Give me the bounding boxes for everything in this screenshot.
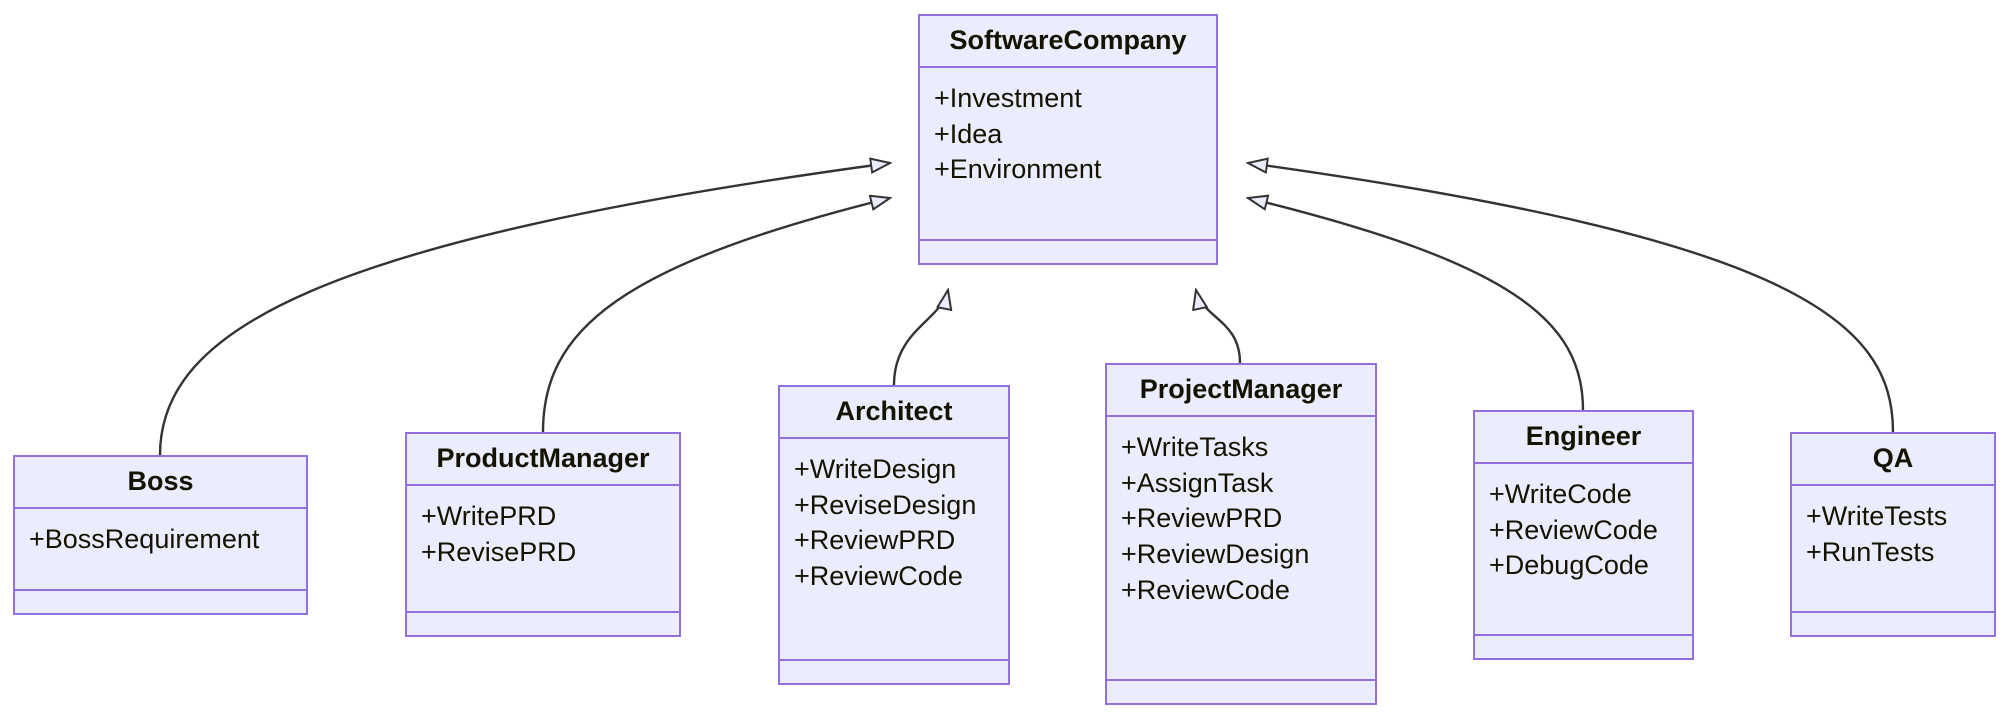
uml-class-architect[interactable]: Architect +WriteDesign +ReviseDesign +Re… [778,385,1010,685]
attribute-item: +ReviewPRD [1121,503,1283,534]
class-title-qa: QA [1792,434,1994,486]
attribute-item: +Idea [934,118,1003,149]
attribute-item: +WriteCode [1489,479,1632,509]
uml-class-projectmanager[interactable]: ProjectManager +WriteTasks +AssignTask +… [1105,363,1377,705]
attribute-item: +WriteTasks [1121,432,1269,462]
attribute-item: +ReviewPRD [794,525,956,556]
class-methods-boss [15,591,306,613]
attribute-item: +ReviseDesign [794,489,977,520]
class-title-projectmanager: ProjectManager [1107,365,1375,417]
attribute-item: +WriteTests [1806,501,1948,531]
attribute-item: +WriteDesign [794,454,957,484]
class-title-engineer: Engineer [1475,412,1692,464]
attribute-item: +DebugCode [1489,550,1649,581]
uml-class-productmanager[interactable]: ProductManager +WritePRD +RevisePRD [405,432,681,637]
class-title-architect: Architect [780,387,1008,439]
attribute-item: +AssignTask [1121,467,1274,498]
attribute-item: +ReviewDesign [1121,538,1310,569]
attribute-item: +ReviewCode [1489,514,1658,545]
class-methods-softwarecompany [920,241,1216,263]
uml-class-boss[interactable]: Boss +BossRequirement [13,455,308,615]
class-title-productmanager: ProductManager [407,434,679,486]
attribute-item: +RunTests [1806,536,1935,567]
class-attributes-qa: +WriteTests +RunTests [1792,486,1994,613]
class-attributes-boss: +BossRequirement [15,509,306,591]
uml-class-engineer[interactable]: Engineer +WriteCode +ReviewCode +DebugCo… [1473,410,1694,660]
attribute-item: +ReviewCode [1121,574,1290,605]
class-attributes-productmanager: +WritePRD +RevisePRD [407,486,679,613]
class-attributes-projectmanager: +WriteTasks +AssignTask +ReviewPRD +Revi… [1107,417,1375,681]
attribute-item: +WritePRD [421,501,557,531]
attribute-item: +Environment [934,154,1102,185]
class-methods-architect [780,661,1008,683]
class-methods-projectmanager [1107,681,1375,703]
attribute-item: +ReviewCode [794,560,963,591]
attribute-item: +Investment [934,83,1082,113]
uml-class-softwarecompany[interactable]: SoftwareCompany +Investment +Idea +Envir… [918,14,1218,265]
class-methods-engineer [1475,636,1692,658]
edge-projectmanager-to-softwarecompany [1196,290,1242,364]
uml-class-qa[interactable]: QA +WriteTests +RunTests [1790,432,1996,637]
class-title-boss: Boss [15,457,306,509]
class-attributes-softwarecompany: +Investment +Idea +Environment [920,68,1216,241]
attribute-item: +RevisePRD [421,536,577,567]
edge-architect-to-softwarecompany [892,290,948,386]
attribute-item: +BossRequirement [29,524,260,554]
class-title-softwarecompany: SoftwareCompany [920,16,1216,68]
class-methods-productmanager [407,613,679,635]
class-methods-qa [1792,613,1994,635]
class-attributes-engineer: +WriteCode +ReviewCode +DebugCode [1475,464,1692,636]
class-attributes-architect: +WriteDesign +ReviseDesign +ReviewPRD +R… [780,439,1008,661]
